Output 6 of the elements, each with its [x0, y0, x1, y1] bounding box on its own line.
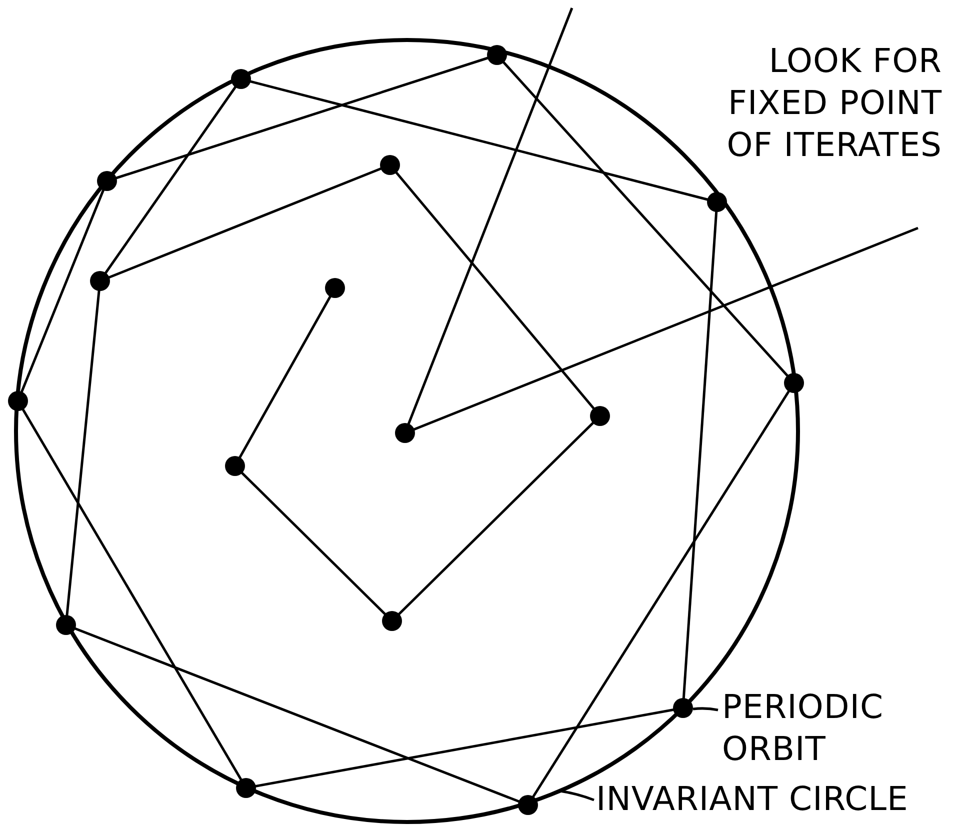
- leader-line: [560, 790, 594, 802]
- annotation-text: LOOK FOR FIXED POINT OF ITERATES: [726, 40, 942, 166]
- orbit-point: [673, 698, 693, 718]
- callout-label: PERIODIC ORBIT: [722, 686, 942, 770]
- callout-label: INVARIANT CIRCLE: [596, 778, 956, 820]
- leader-line: [692, 707, 718, 712]
